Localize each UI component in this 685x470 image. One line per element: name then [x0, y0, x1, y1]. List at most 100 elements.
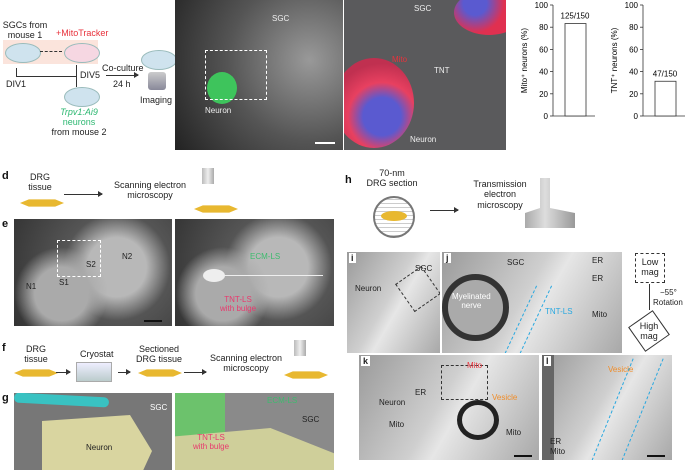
neuron-cell: [344, 58, 414, 148]
drg-tissue-icon: [194, 205, 238, 213]
neuron-label: Neuron: [355, 284, 382, 293]
panel-label-j-text: j: [446, 253, 449, 263]
y-tick-label: 100: [625, 1, 639, 10]
myelinated-nerve: [442, 274, 509, 341]
section-label: 70-nm DRG section: [366, 168, 418, 189]
imaging-label: Imaging: [140, 95, 173, 105]
mito-label: Mito: [592, 310, 608, 319]
mitotracker-label: +MitoTracker: [56, 28, 109, 38]
zoom-box: [205, 50, 267, 100]
mito-label: Mito: [506, 428, 522, 437]
n1-label: N1: [26, 282, 37, 291]
neuron-dish-icon: [64, 87, 100, 107]
neuron-overlay: [42, 415, 152, 470]
y-axis-label: Mito⁺ neurons (%): [520, 28, 529, 93]
panel-label-j: j: [444, 253, 451, 263]
neuron-label: Neuron: [410, 135, 437, 144]
sem-image-section-zoom: ECM-LS SGC TNT-LS with bulge: [175, 393, 334, 470]
myelinated-nerve-label: Myelinated nerve: [452, 292, 491, 311]
myelinated-nerve: [457, 400, 499, 440]
arrow: [106, 72, 139, 78]
high-mag-label: High mag: [639, 321, 659, 342]
sgc-label: SGC: [414, 4, 432, 13]
timeline-div5-tick: [76, 65, 77, 87]
y-tick-label: 20: [629, 90, 638, 99]
drg-tissue-icon: [14, 369, 58, 377]
sgc-label: SGC: [302, 415, 320, 424]
tnt-label: TNT: [434, 66, 450, 75]
panel-label-f: f: [2, 342, 6, 354]
y-tick-label: 100: [535, 1, 549, 10]
div5-label: DIV5: [80, 70, 101, 80]
neuron-label: Neuron: [205, 106, 232, 115]
vesicle-label: Vesicle: [608, 365, 634, 374]
image-fluorescence-overview: SGC Neuron: [175, 0, 343, 150]
panel-label-i-text: i: [351, 253, 354, 263]
sem-image-section: Nerve SGC Neuron: [14, 393, 172, 470]
mito-label: Mito: [392, 55, 408, 64]
panel-label-l: l: [544, 356, 551, 366]
neuron-label: Neuron: [86, 443, 113, 452]
scale-bar: [647, 455, 665, 457]
duration-label: 24 h: [113, 79, 131, 89]
panel-label-i: i: [349, 253, 356, 263]
sectioned-label: Sectioned DRG tissue: [136, 344, 183, 365]
dashed-arrow: [40, 51, 62, 52]
y-tick-label: 60: [629, 45, 638, 54]
coculture-label: Co-culture: [102, 63, 144, 73]
timeline: [16, 68, 77, 77]
panel-label-k: k: [361, 356, 371, 366]
sem-label: Scanning electron microscopy: [209, 353, 283, 374]
y-tick-label: 40: [629, 68, 638, 77]
neurons-label: neurons: [62, 117, 96, 127]
sem-label: Scanning electron microscopy: [113, 180, 187, 201]
bar-data-label: 125/150: [561, 12, 590, 21]
scale-bar: [514, 455, 532, 457]
bar: [654, 80, 677, 117]
sgc-source-label: SGCs from mouse 1: [2, 20, 48, 41]
y-tick-label: 0: [544, 112, 549, 121]
panel-label-d: d: [2, 170, 9, 182]
tem-image-j: SGC ER ER Myelinated nerve TNT-LS Mito j: [442, 252, 622, 353]
neuron-green: [207, 72, 237, 104]
tissue-label: DRG tissue: [24, 344, 48, 365]
bar: [564, 23, 587, 117]
bulge: [203, 269, 225, 282]
ecm-ls-label: ECM-LS: [250, 252, 281, 261]
y-tick-label: 80: [629, 23, 638, 32]
low-mag-box: Low mag: [635, 253, 665, 283]
ecm-ls-label: ECM-LS: [267, 396, 298, 405]
grid-icon: [373, 196, 415, 238]
tem-image-k: Mito ER Neuron Vesicle Mito Mito k: [359, 355, 539, 460]
sem-probe-icon: [202, 168, 214, 184]
y-tick-label: 20: [539, 90, 548, 99]
sgc-label: SGC: [150, 403, 168, 412]
schematic-coculture: SGCs from mouse 1 +MitoTracker DIV1 DIV5…: [0, 20, 685, 240]
zoom-box: [395, 265, 440, 313]
er-label: ER: [550, 437, 562, 446]
er-label: ER: [592, 256, 604, 265]
tnt-ls-label: TNT-LS: [545, 307, 573, 316]
panel-label-k-text: k: [363, 356, 369, 366]
div1-label: DIV1: [6, 79, 27, 89]
zoom-box: [441, 365, 488, 400]
sem-image-zoom: ECM-LS TNT-LS with bulge: [175, 219, 334, 326]
labeled-dish-icon: [64, 43, 100, 63]
tem-image-i: SGC Neuron i: [347, 252, 440, 353]
arrow: [118, 369, 131, 375]
coculture-dish-icon: [141, 50, 177, 70]
y-axis-label: TNT⁺ neurons (%): [610, 27, 619, 93]
bar-data-label: 47/150: [653, 69, 678, 78]
cryostat-label: Cryostat: [80, 349, 114, 359]
angle-label: −55°: [660, 288, 677, 297]
y-tick-label: 80: [539, 23, 548, 32]
n2-label: N2: [122, 252, 133, 261]
arrow: [64, 191, 103, 197]
panel-label-l-text: l: [546, 356, 549, 366]
tnt-strand: [223, 275, 323, 276]
mito-label: Mito: [389, 420, 405, 429]
s1-label: S1: [59, 278, 69, 287]
panel-label-h: h: [345, 174, 352, 186]
